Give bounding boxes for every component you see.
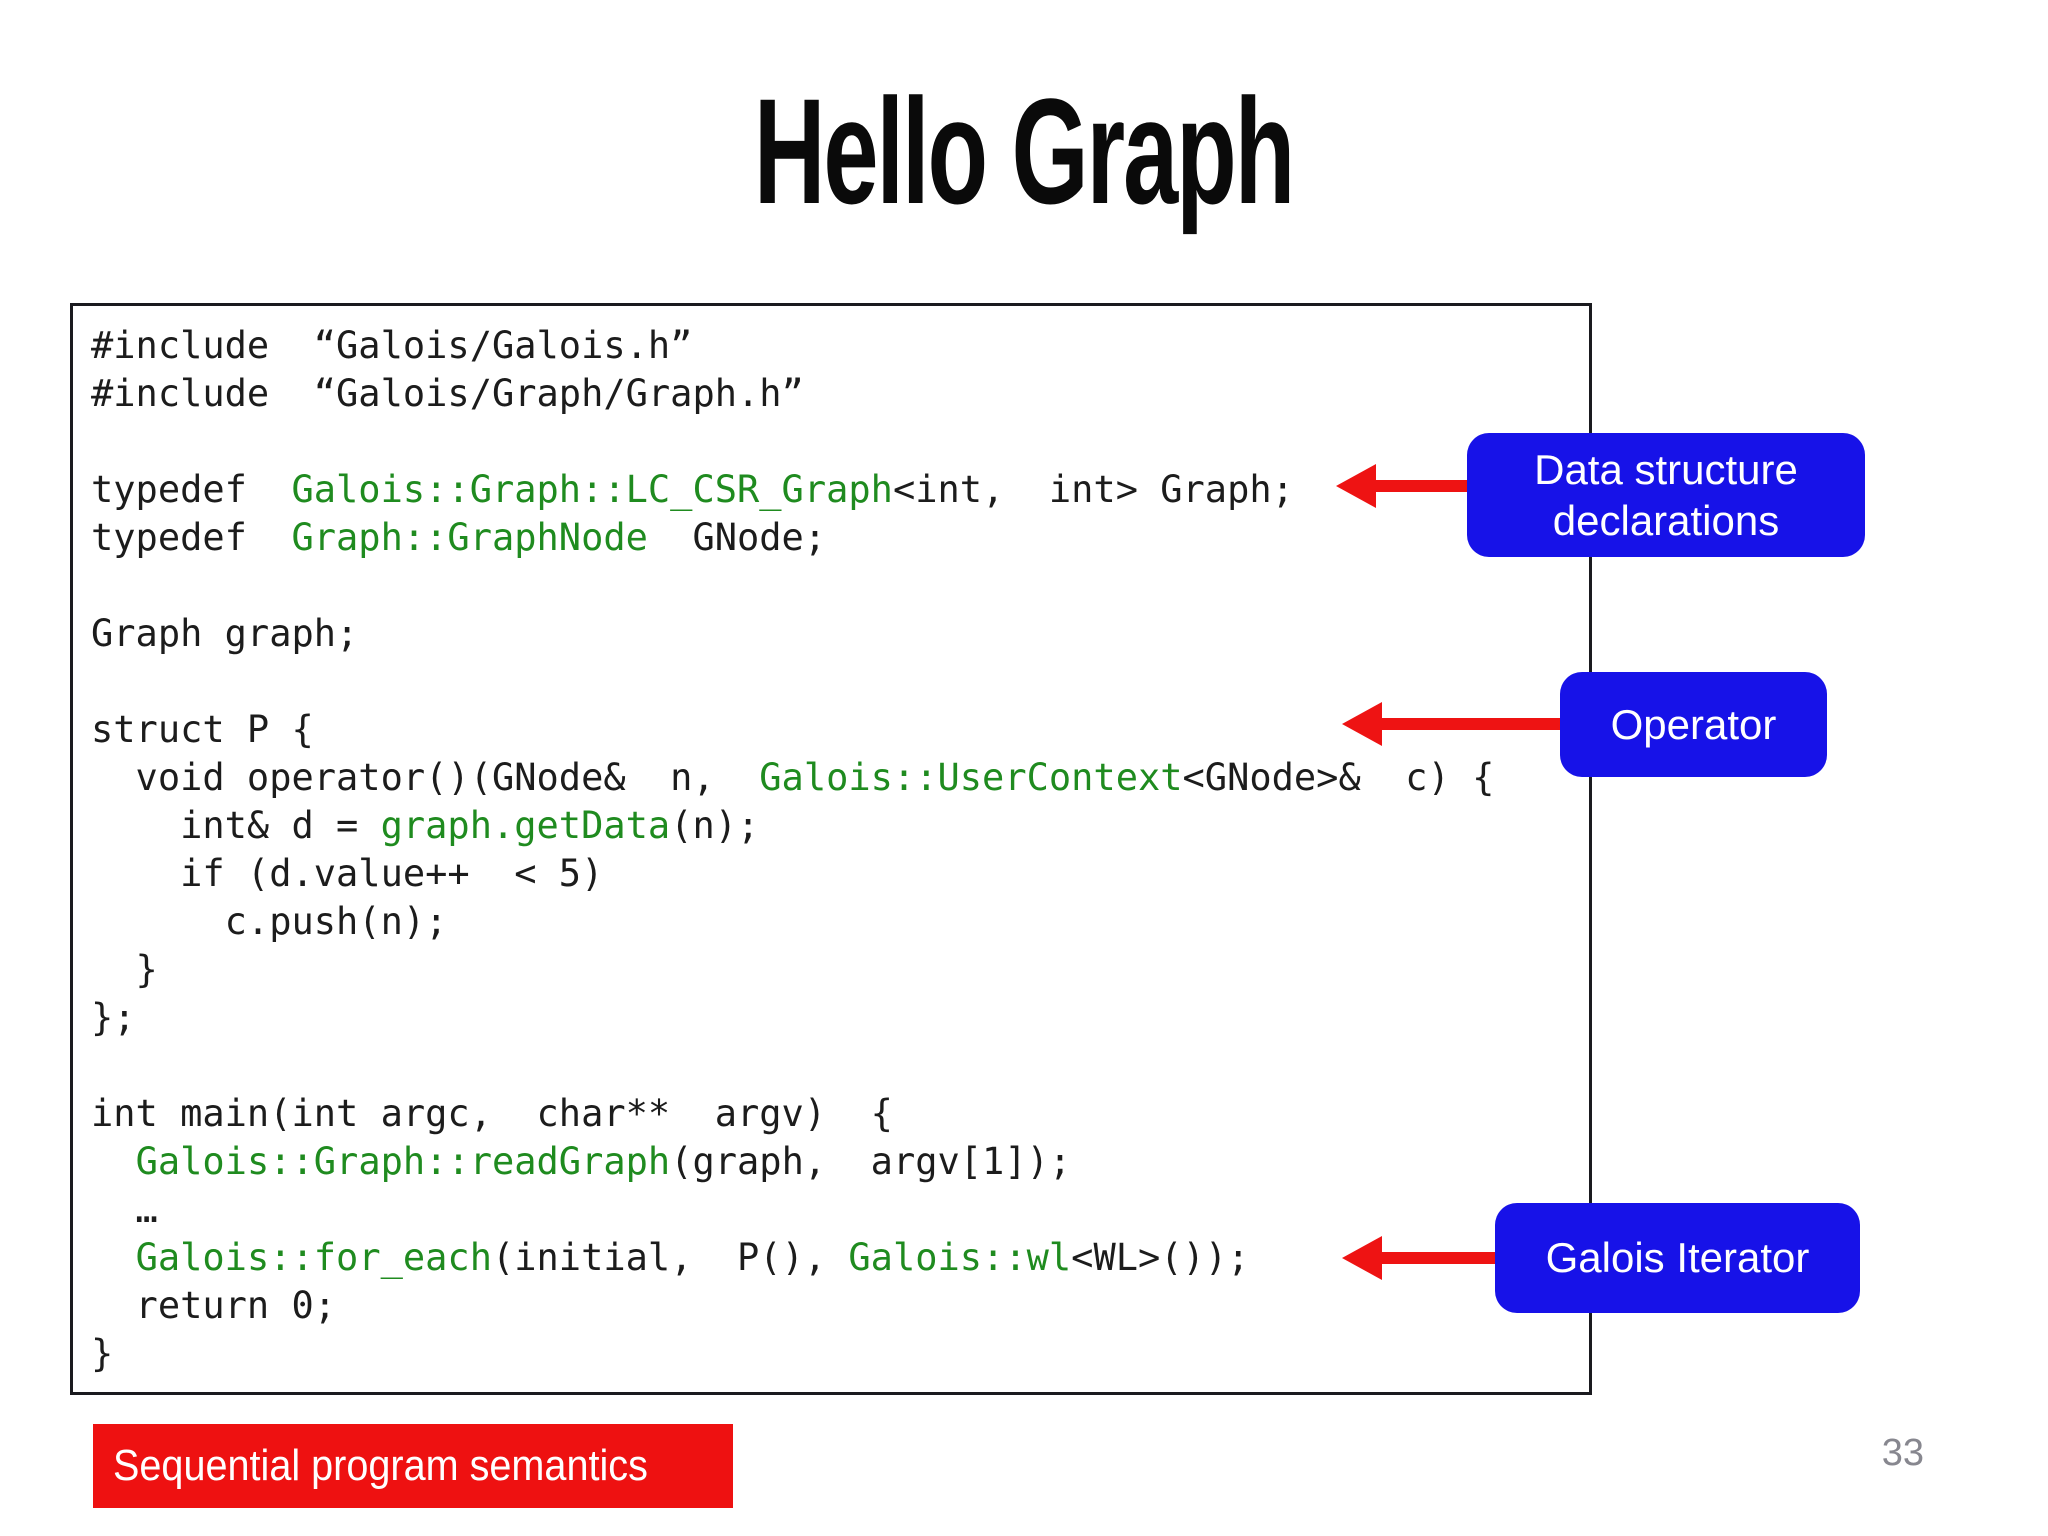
code-line: c.push(n); <box>91 898 1585 946</box>
code-token <box>91 1140 136 1183</box>
code-token: void operator()(GNode& n, <box>91 756 760 799</box>
arrow-shaft-galois-iterator <box>1378 1252 1496 1264</box>
callout-label: Galois Iterator <box>1545 1234 1810 1282</box>
code-token: (graph, argv[1]); <box>670 1140 1072 1183</box>
arrow-shaft-operator <box>1378 718 1561 730</box>
code-line: Galois::for_each(initial, P(), Galois::w… <box>91 1234 1585 1282</box>
code-token: int& d = <box>91 804 381 847</box>
code-line <box>91 658 1585 706</box>
code-token: Graph graph; <box>91 612 359 655</box>
callout-galois-iterator: Galois Iterator <box>1495 1203 1860 1313</box>
callout-label: Operator <box>1610 700 1777 748</box>
slide-title-wrap: Hello Graph <box>0 76 2048 226</box>
code-line: if (d.value++ < 5) <box>91 850 1585 898</box>
code-line <box>91 418 1585 466</box>
code-token: #include “Galois/Galois.h” <box>91 324 693 367</box>
code-line: void operator()(GNode& n, Galois::UserCo… <box>91 754 1585 802</box>
code-line: } <box>91 946 1585 994</box>
code-token: }; <box>91 996 136 1039</box>
code-token: <GNode>& c) { <box>1182 756 1495 799</box>
callout-label: Data structure declarations <box>1534 445 1798 544</box>
code-line: struct P { <box>91 706 1585 754</box>
arrow-head-icon <box>1336 464 1376 508</box>
code-line: typedef Graph::GraphNode GNode; <box>91 514 1585 562</box>
arrow-head-icon <box>1342 1236 1382 1280</box>
code-token: } <box>91 948 158 991</box>
code-token: if (d.value++ < 5) <box>91 852 604 895</box>
code-token: } <box>91 1332 114 1375</box>
code-token: (n); <box>670 804 760 847</box>
code-line: int main(int argc, char** argv) { <box>91 1090 1585 1138</box>
code-token: Graph::GraphNode <box>291 516 648 559</box>
code-line <box>91 1042 1585 1090</box>
code-token <box>91 1236 136 1279</box>
code-token: typedef <box>91 516 292 559</box>
code-token: (initial, P(), <box>491 1236 849 1279</box>
code-line: #include “Galois/Galois.h” <box>91 322 1585 370</box>
code-token: Galois::for_each <box>135 1236 492 1279</box>
arrow-shaft-data-structure <box>1372 480 1468 492</box>
code-line: … <box>91 1186 1585 1234</box>
code-line: return 0; <box>91 1282 1585 1330</box>
code-token: int main(int argc, char** argv) { <box>91 1092 893 1135</box>
code-token: typedef <box>91 468 292 511</box>
code-lines: #include “Galois/Galois.h” #include “Galo… <box>91 322 1585 1388</box>
slide-title: Hello Graph <box>754 67 1295 235</box>
code-token: graph.getData <box>380 804 671 847</box>
code-line: Galois::Graph::readGraph(graph, argv[1])… <box>91 1138 1585 1186</box>
code-line: } <box>91 1330 1585 1378</box>
code-token: Galois::UserContext <box>759 756 1183 799</box>
code-line: int& d = graph.getData(n); <box>91 802 1585 850</box>
page-number: 33 <box>1881 1432 1924 1474</box>
code-token: return 0; <box>91 1284 337 1327</box>
code-token: <int, int> Graph; <box>892 468 1294 511</box>
banner-sequential-program-semantics: Sequential program semantics <box>93 1424 734 1508</box>
code-token: <WL>()); <box>1071 1236 1250 1279</box>
code-token: Galois::wl <box>848 1236 1072 1279</box>
code-line: #include “Galois/Graph/Graph.h” <box>91 370 1585 418</box>
callout-operator: Operator <box>1560 672 1827 777</box>
code-line: }; <box>91 994 1585 1042</box>
arrow-head-icon <box>1342 702 1382 746</box>
code-token: #include “Galois/Graph/Graph.h” <box>91 372 804 415</box>
code-token: … <box>91 1188 158 1231</box>
code-token: struct P { <box>91 708 314 751</box>
code-token: c.push(n); <box>91 900 448 943</box>
code-line: typedef Galois::Graph::LC_CSR_Graph<int,… <box>91 466 1585 514</box>
code-line: Graph graph; <box>91 610 1585 658</box>
code-token: Galois::Graph::readGraph <box>135 1140 671 1183</box>
code-token: Galois::Graph::LC_CSR_Graph <box>291 468 893 511</box>
callout-data-structure-declarations: Data structure declarations <box>1467 433 1865 557</box>
code-line <box>91 562 1585 610</box>
banner-label: Sequential program semantics <box>113 1441 648 1490</box>
code-token: GNode; <box>647 516 827 559</box>
